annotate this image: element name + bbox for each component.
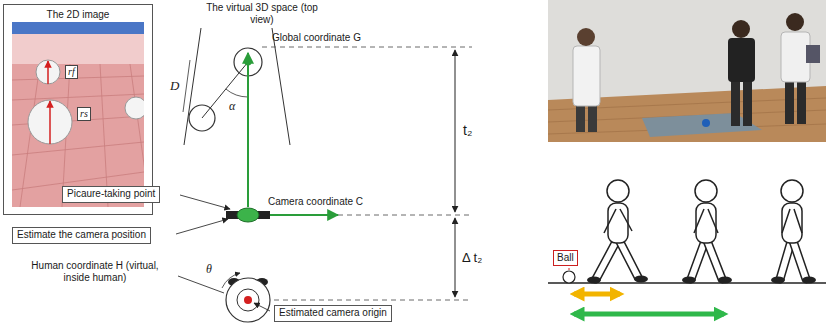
axis-label: Camera coordinate C — [268, 196, 363, 208]
leader-line — [176, 195, 270, 311]
view-title: The virtual 3D space (top view) — [206, 2, 318, 26]
distance-arrow — [455, 50, 456, 212]
photo — [548, 0, 826, 142]
callout-box: Estimated camera origin — [274, 305, 392, 322]
distance-symbol: D — [170, 78, 179, 94]
node-text: Picaure-taking point — [67, 188, 155, 201]
leader-line — [569, 268, 570, 270]
node-text: Estimated camera origin — [279, 307, 387, 320]
callout-box: Picaure-taking point — [62, 186, 160, 203]
node-text: Estimate the camera position — [17, 229, 146, 242]
node-text: The 2D image — [4, 5, 152, 20]
stride-arrow — [574, 312, 724, 317]
distance-arrow — [455, 218, 456, 297]
human-symbol — [222, 273, 270, 322]
angle-symbol: θ — [206, 262, 212, 276]
image-panel: The 2D image rf rs — [3, 4, 153, 215]
distance-symbol: t₂ — [463, 122, 472, 139]
node-text: rs — [80, 108, 88, 120]
callout-box: Estimate the camera position — [12, 227, 151, 244]
distance-symbol: Δ t₂ — [462, 250, 482, 266]
step-arrow — [574, 292, 620, 297]
walking-figure — [682, 180, 732, 284]
walking-figure — [587, 180, 648, 284]
axis-label: Human coordinate H (virtual, inside huma… — [20, 260, 170, 284]
radius-tag: rs — [77, 107, 91, 121]
node-text: Ball — [557, 252, 574, 264]
screenshot — [12, 22, 144, 207]
ball-label: Ball — [553, 250, 578, 266]
camera-symbol — [226, 208, 338, 222]
level-lines — [262, 47, 472, 300]
ball-symbol — [563, 271, 575, 283]
node-text: rf — [68, 66, 75, 78]
axis-label: Global coordinate G — [272, 32, 361, 44]
radius-tag: rf — [65, 65, 78, 79]
walking-figure — [771, 180, 816, 284]
angle-symbol: α — [229, 99, 235, 113]
top-view — [183, 28, 290, 207]
